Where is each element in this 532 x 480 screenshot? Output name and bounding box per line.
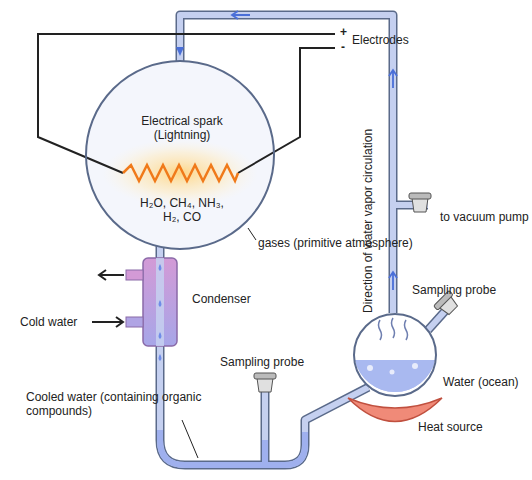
- glass-tube: [160, 246, 368, 465]
- cooled-water: [160, 430, 305, 465]
- vacuum-valve: [409, 193, 431, 199]
- electrode-wire: [38, 34, 335, 173]
- tube-wall: [160, 246, 368, 465]
- flow-arrow: [389, 272, 397, 290]
- cold-water-label: Cold water: [20, 315, 77, 329]
- probe-tube: [261, 386, 270, 462]
- spark-zigzag: [123, 165, 238, 181]
- probe-valve: [254, 373, 276, 379]
- electrodes-label: Electrodes: [352, 33, 409, 47]
- boiling-flask: Water (ocean): [353, 313, 437, 397]
- condenser-port: [126, 317, 143, 327]
- probe-valve: [257, 378, 273, 392]
- electrode-wire: [238, 48, 335, 173]
- circulation-label: Direction of water vapor circulation: [361, 129, 375, 313]
- heat-source: [348, 398, 442, 422]
- flask-water: [355, 360, 435, 392]
- condenser-port: [126, 270, 143, 280]
- leader-line: [248, 228, 256, 240]
- arrow-head: [176, 47, 184, 56]
- node-text: Water (ocean): [443, 375, 519, 389]
- leader-line: [182, 420, 198, 458]
- bubble: [412, 363, 418, 369]
- heat-source-label: Heat source: [418, 420, 483, 434]
- terminal-sign: -: [341, 40, 345, 54]
- probe-tube: [262, 386, 268, 462]
- probe-tube: [428, 310, 446, 330]
- flask-water: [355, 360, 435, 392]
- probe-tube: [428, 310, 446, 330]
- flow-arrow: [389, 70, 397, 88]
- node-text: H₂O, CH₄, NH₃, H₂, CO: [132, 196, 232, 224]
- tube-bore: [160, 246, 368, 465]
- water-in-arrow: [92, 317, 123, 327]
- cooled-water-label: Cooled water (containing organic compoun…: [26, 390, 216, 418]
- sphere-fill: [86, 61, 274, 249]
- sampling-probe-label: Sampling probe: [220, 355, 304, 369]
- vacuum-valve: [412, 198, 428, 212]
- probe-water: [262, 440, 268, 462]
- bubble: [367, 365, 373, 371]
- water-out-arrow: [99, 270, 124, 280]
- terminal-sign: +: [340, 25, 347, 39]
- reaction-sphere: Electrical spark (Lightning) H₂O, CH₄, NH…: [85, 60, 275, 250]
- sampling-probe-label: Sampling probe: [412, 283, 496, 297]
- vacuum-label: to vacuum pump: [440, 210, 529, 224]
- vapor-wisps: [379, 318, 408, 340]
- condenser-label: Condenser: [192, 292, 251, 306]
- gases-label: gases (primitive atmosphere): [258, 236, 413, 250]
- droplets: [159, 264, 162, 361]
- flow-arrow: [232, 11, 250, 19]
- bubble: [390, 370, 395, 375]
- node-text: Electrical spark (Lightning): [127, 114, 237, 142]
